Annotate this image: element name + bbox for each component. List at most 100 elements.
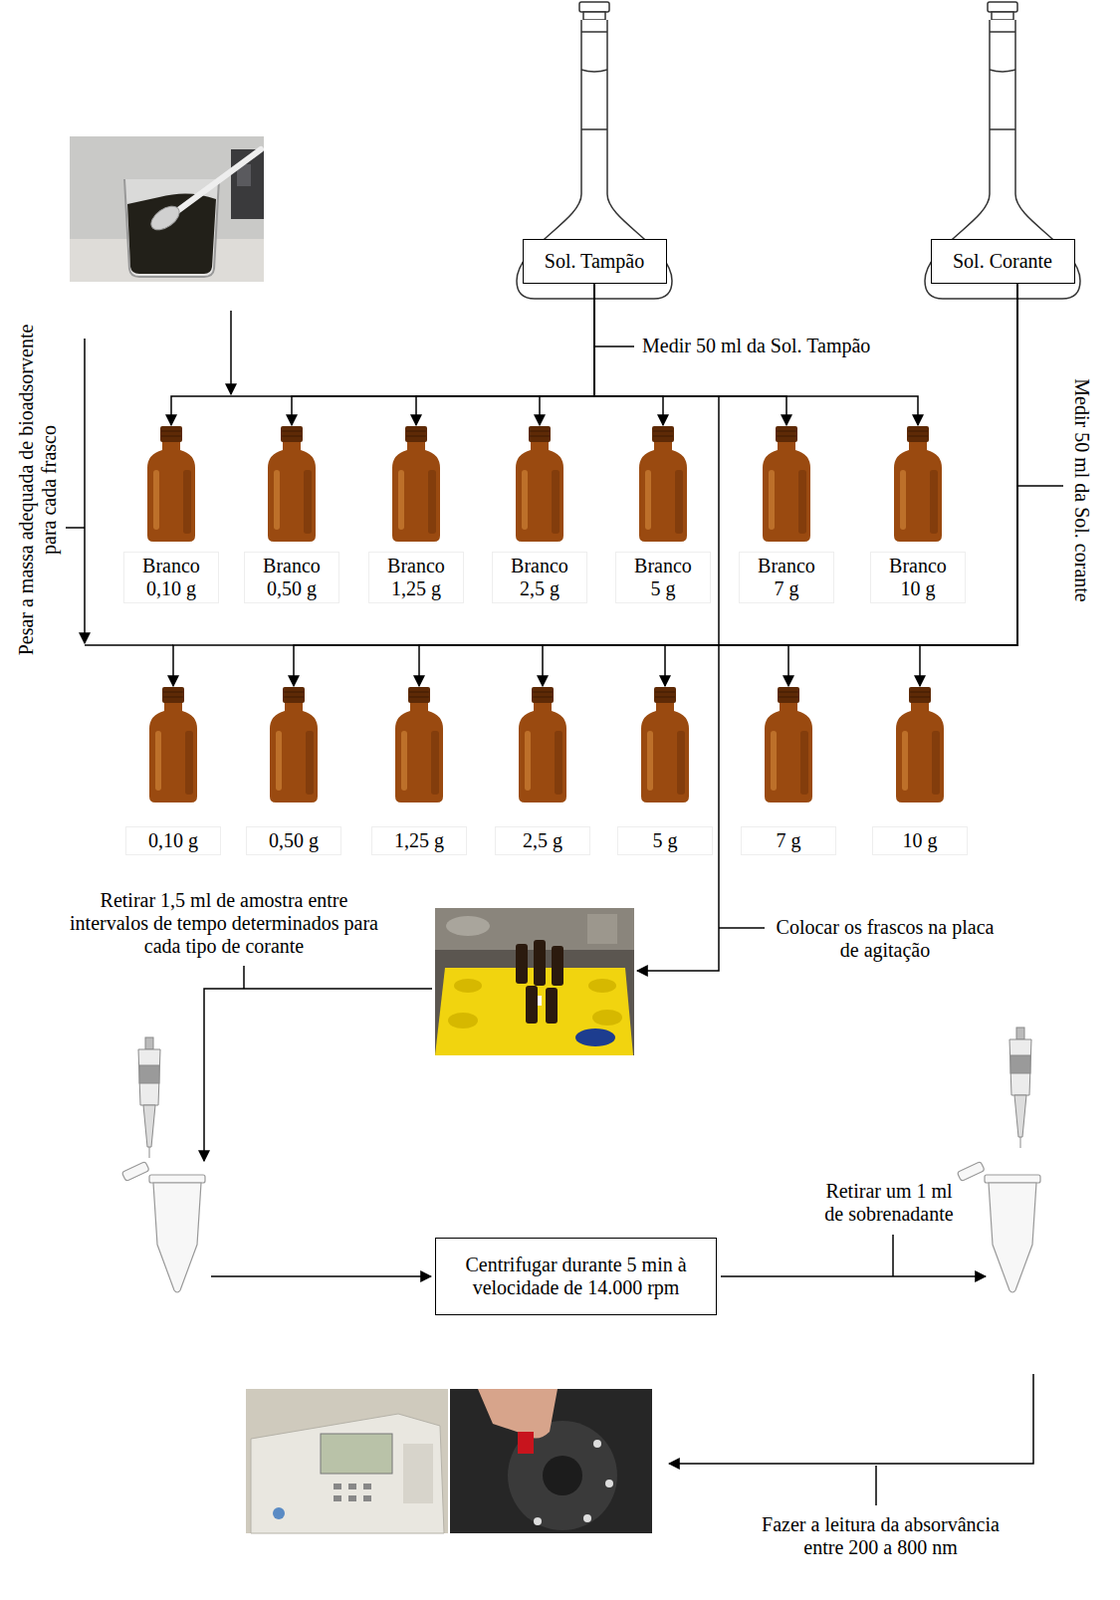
node-text: 0,10 g	[128, 577, 215, 601]
cuvette-photo	[517, 1431, 534, 1454]
flow-line	[720, 1275, 986, 1278]
node-text: 1,25 g	[373, 577, 459, 601]
node-text: 0,10 g	[130, 829, 217, 853]
node-text: 1,25 g	[376, 829, 462, 853]
process-box: Centrifugar durante 5 min à velocidade d…	[435, 1237, 717, 1316]
node-text: Branco	[496, 554, 583, 578]
flow-line	[594, 345, 635, 348]
flow-line	[875, 1465, 878, 1506]
amber-bottle	[514, 686, 571, 803]
beaker-photo	[69, 136, 264, 282]
annotation: Medir 50 ml da Sol. corante	[1070, 370, 1094, 610]
node-text: 7 g	[743, 577, 830, 601]
cuvette-photo	[583, 1514, 592, 1523]
pipette-icon	[1009, 1039, 1032, 1096]
volumetric-flask	[989, 31, 1016, 130]
connector	[539, 283, 595, 426]
volumetric-flask	[516, 19, 672, 299]
node-text: Sol. Tampão	[535, 249, 655, 273]
amber-bottle	[890, 426, 946, 542]
pipette-icon	[1016, 1027, 1025, 1040]
volumetric-flask	[924, 19, 1081, 299]
pipette-icon	[1014, 1095, 1027, 1137]
microtube-icon	[153, 1182, 202, 1293]
flow-line	[65, 526, 85, 529]
shaker-photo	[545, 987, 558, 1024]
spectrophotometer-photo	[403, 1443, 434, 1504]
node-text: 0,50 g	[250, 829, 337, 853]
connector-group	[171, 283, 1018, 686]
pipette-icon	[149, 1146, 151, 1158]
pipette-icon	[143, 1105, 156, 1147]
bottle-node: 10 g	[872, 686, 968, 856]
spectrophotometer-photo	[320, 1433, 393, 1474]
amber-bottle	[388, 426, 445, 542]
amber-bottle	[145, 686, 202, 803]
node-text: Branco	[128, 554, 215, 578]
pipette-icon	[1020, 1136, 1022, 1148]
pipette-icon	[139, 1065, 160, 1084]
pipette-icon	[1009, 1027, 1032, 1148]
shaker-photo	[515, 943, 528, 984]
volumetric-flask	[991, 11, 1014, 20]
shaker-photo	[446, 915, 490, 936]
volumetric-flask	[581, 31, 608, 130]
bottle-label-box: 2,5 g	[494, 826, 591, 856]
cuvette-photo	[477, 1388, 558, 1439]
connector	[293, 283, 1018, 686]
spectrophotometer-photo	[333, 1483, 342, 1490]
node-text: Branco	[743, 554, 830, 578]
spectrophotometer-photo	[363, 1483, 372, 1490]
flow-line	[637, 396, 719, 971]
beaker-photo	[69, 136, 264, 282]
amber-bottle	[511, 426, 568, 542]
microtube-icon	[984, 1174, 1041, 1183]
bottle-label-box: Branco1,25 g	[368, 551, 464, 604]
volumetric-flask	[987, 1, 1018, 12]
amber-bottle	[265, 686, 322, 803]
node-text: 2,5 g	[496, 577, 583, 601]
bottle-node: Branco5 g	[615, 426, 711, 604]
bottle-node: 2,5 g	[494, 686, 591, 856]
spectrophotometer-photo	[348, 1483, 357, 1490]
spectrophotometer-photo	[363, 1495, 372, 1502]
flow-line	[718, 926, 765, 929]
solution-box: Sol. Tampão	[522, 238, 668, 284]
node-text: Branco	[875, 554, 961, 578]
shaker-photo	[537, 995, 542, 1006]
amber-bottle	[892, 686, 948, 803]
annotation: Retirar 1,5 ml de amostra entre interval…	[59, 889, 389, 958]
pipette-icon	[145, 1037, 154, 1050]
amber-bottle	[758, 426, 815, 542]
shaker-photo	[588, 978, 617, 993]
shaker-photo	[592, 1009, 623, 1026]
spectrophotometer-photo	[348, 1495, 357, 1502]
connector	[919, 283, 1018, 686]
bottle-node: Branco0,10 g	[123, 426, 220, 604]
microtube-icon	[956, 1160, 985, 1181]
shaker-photo	[551, 945, 564, 986]
node-text: Branco	[373, 554, 459, 578]
volumetric-flask	[516, 1, 672, 299]
flow-line	[84, 644, 174, 647]
node-text: 10 g	[875, 577, 961, 601]
bottle-label-box: Branco2,5 g	[491, 551, 588, 604]
node-text: 10 g	[877, 829, 963, 853]
shaker-photo	[525, 985, 538, 1024]
microtube-icon	[988, 1182, 1037, 1293]
amber-bottle	[391, 686, 448, 803]
pipette-icon	[138, 1049, 161, 1106]
flow-line	[1017, 484, 1064, 487]
shaker-photo	[587, 913, 618, 944]
bottle-node: 0,10 g	[125, 686, 222, 856]
bottle-label-box: Branco0,50 g	[243, 551, 340, 604]
microtube-icon	[956, 1160, 1041, 1293]
shaker-photo	[448, 1012, 478, 1029]
microtube-icon	[121, 1160, 150, 1181]
flow-line	[83, 338, 86, 644]
pipette-icon	[1010, 1055, 1031, 1074]
node-text: Centrifugar durante 5 min à velocidade d…	[446, 1253, 706, 1300]
bottle-label-box: 1,25 g	[371, 826, 467, 856]
shaker-photo	[435, 907, 635, 1056]
